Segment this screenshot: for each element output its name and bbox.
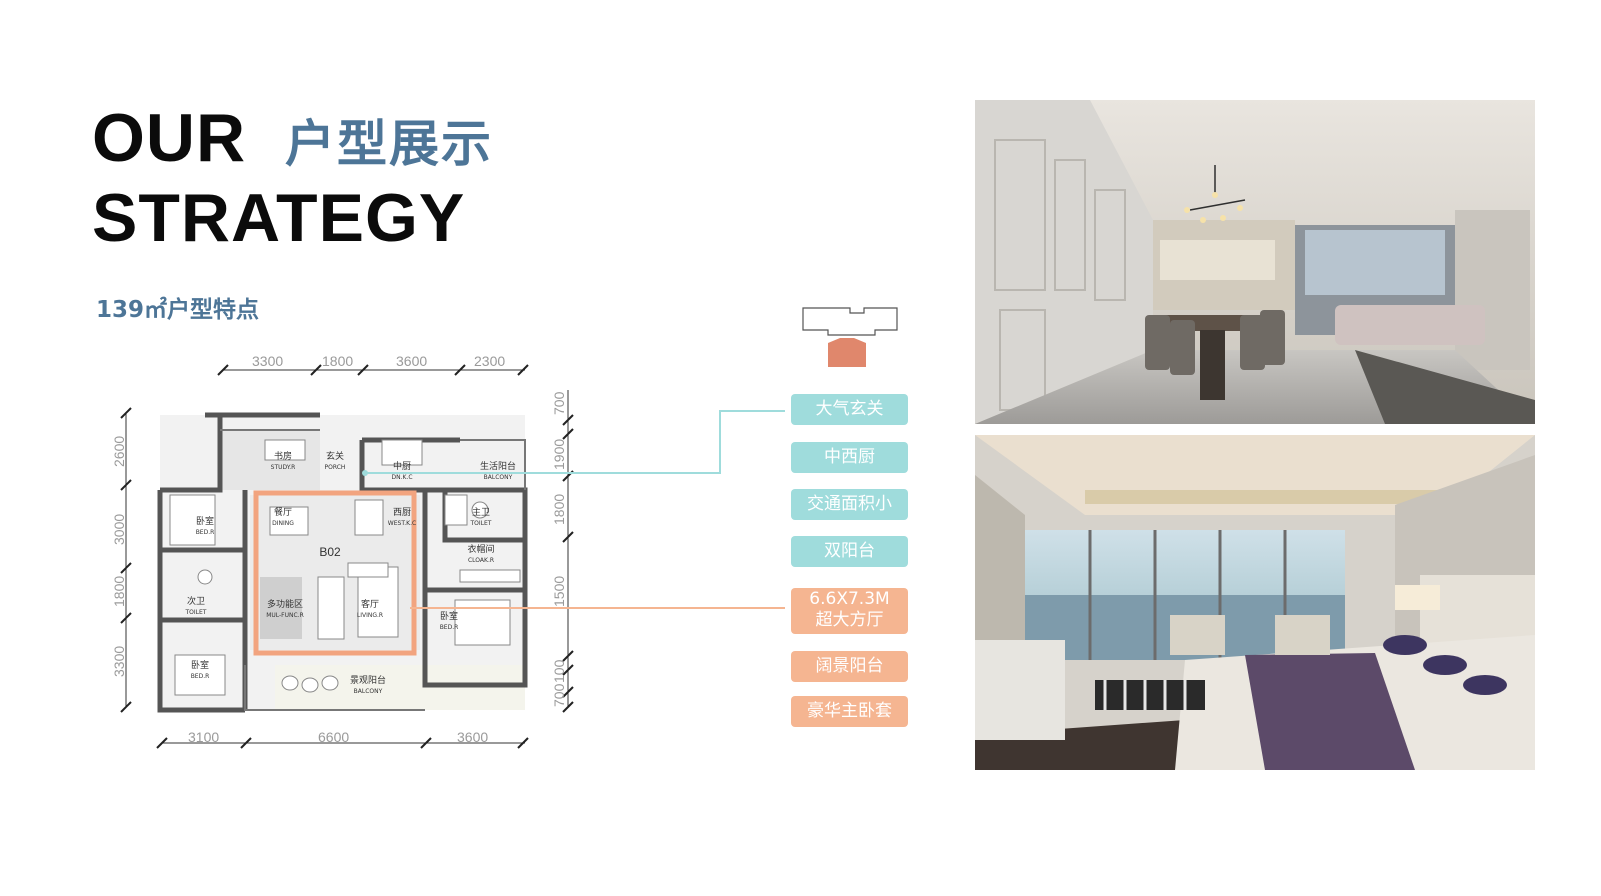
- title-en: OUR STRATEGY: [92, 98, 465, 258]
- dim-top-4: 2300: [474, 353, 505, 369]
- room-label-en: LIVING.R: [357, 612, 383, 619]
- room-label-en: DN.K.C: [391, 474, 412, 481]
- dining-room-photo: [975, 100, 1535, 424]
- dim-bottom-1: 3100: [188, 729, 219, 745]
- room-label-en: BALCONY: [484, 474, 513, 481]
- room-label-en: BED.R: [191, 673, 210, 680]
- unit-label: B02: [319, 545, 341, 559]
- room-label: 书房: [274, 450, 292, 462]
- key-plan: [802, 307, 898, 367]
- room-label-en: BED.R: [440, 624, 459, 631]
- title-en-line1: OUR: [92, 100, 247, 176]
- room-label: 生活阳台: [480, 460, 516, 472]
- room-label-en: CLOAK.R: [468, 557, 494, 564]
- room-label: 西厨: [393, 507, 411, 518]
- room-label: 次卫: [187, 595, 205, 607]
- room-label-en: PORCH: [325, 464, 346, 471]
- room-label: 卧室: [440, 610, 458, 622]
- feature-tag: 大气玄关: [791, 394, 908, 425]
- room-label: 卧室: [196, 515, 214, 527]
- room-label: 餐厅: [274, 506, 292, 518]
- room-label: 衣帽间: [467, 543, 494, 555]
- room-label-en: MUL-FUNC.R: [266, 612, 304, 619]
- feature-tag-line2: 超大方厅: [815, 610, 884, 630]
- dim-top-3: 3600: [396, 353, 427, 369]
- dim-right-6: 700: [551, 683, 567, 707]
- room-label-en: DINING: [272, 520, 294, 527]
- dim-bottom-3: 3600: [457, 729, 488, 745]
- dim-right-4: 1500: [551, 576, 567, 607]
- dim-left-4: 3300: [111, 646, 127, 677]
- room-label: 多功能区: [267, 598, 303, 610]
- room-label: 主卫: [472, 506, 490, 518]
- room-label-en: TOILET: [470, 520, 492, 527]
- feature-tag-line1: 6.6X7.3M: [809, 589, 890, 609]
- feature-tag: 交通面积小: [791, 489, 908, 520]
- room-label-en: BALCONY: [354, 688, 383, 695]
- feature-tag: 阔景阳台: [791, 651, 908, 682]
- title-en-line2: STRATEGY: [92, 180, 466, 256]
- connector-lines: [362, 410, 785, 609]
- feature-tag: 6.6X7.3M 超大方厅: [791, 588, 908, 634]
- dim-right-5: 100: [551, 659, 567, 683]
- room-label: 卧室: [191, 659, 209, 671]
- room-label-en: STUDY.R: [271, 464, 296, 471]
- dim-right-1: 700: [551, 391, 567, 415]
- dim-left-3: 1800: [111, 576, 127, 607]
- dim-right-3: 1800: [551, 494, 567, 525]
- room-label-en: BED.R: [196, 529, 215, 536]
- room-label: 中厨: [393, 460, 411, 472]
- feature-tag: 中西厨: [791, 442, 908, 473]
- dim-left-1: 2600: [111, 436, 127, 467]
- dim-bottom-2: 6600: [318, 729, 349, 745]
- floor-plan: 3300 1800 3600 2300 3100 6600 3600 2600 …: [111, 353, 574, 749]
- feature-tag: 豪华主卧套: [791, 696, 908, 727]
- bedroom-photo: [975, 435, 1535, 770]
- dim-top-2: 1800: [322, 353, 353, 369]
- room-label: 景观阳台: [350, 674, 386, 686]
- dim-right-2: 1900: [551, 439, 567, 470]
- room-label: 客厅: [361, 598, 379, 610]
- dim-top-1: 3300: [252, 353, 283, 369]
- title-cn: 户型展示: [285, 115, 493, 173]
- feature-tag: 双阳台: [791, 536, 908, 567]
- room-label-en: TOILET: [185, 609, 207, 616]
- subtitle: 139㎡户型特点: [96, 297, 260, 323]
- room-label-en: WEST.K.C: [388, 520, 416, 527]
- room-label: 玄关: [326, 450, 344, 462]
- dim-left-2: 3000: [111, 514, 127, 545]
- plan-body: [157, 412, 528, 713]
